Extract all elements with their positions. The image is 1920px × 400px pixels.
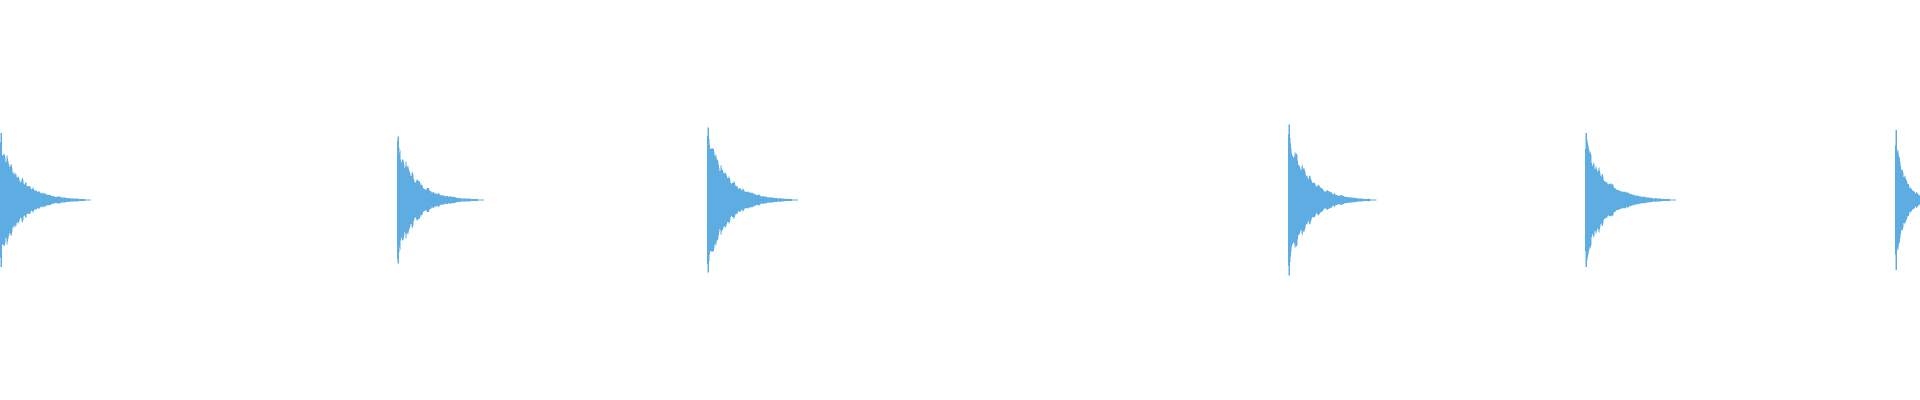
transient-5 [1585,133,1676,267]
transient-3 [707,127,798,273]
transient-6 [1895,129,1920,271]
transient-4 [1288,124,1377,276]
transient-1 [0,133,91,267]
transients-layer [0,124,1920,276]
transient-2 [397,136,484,264]
